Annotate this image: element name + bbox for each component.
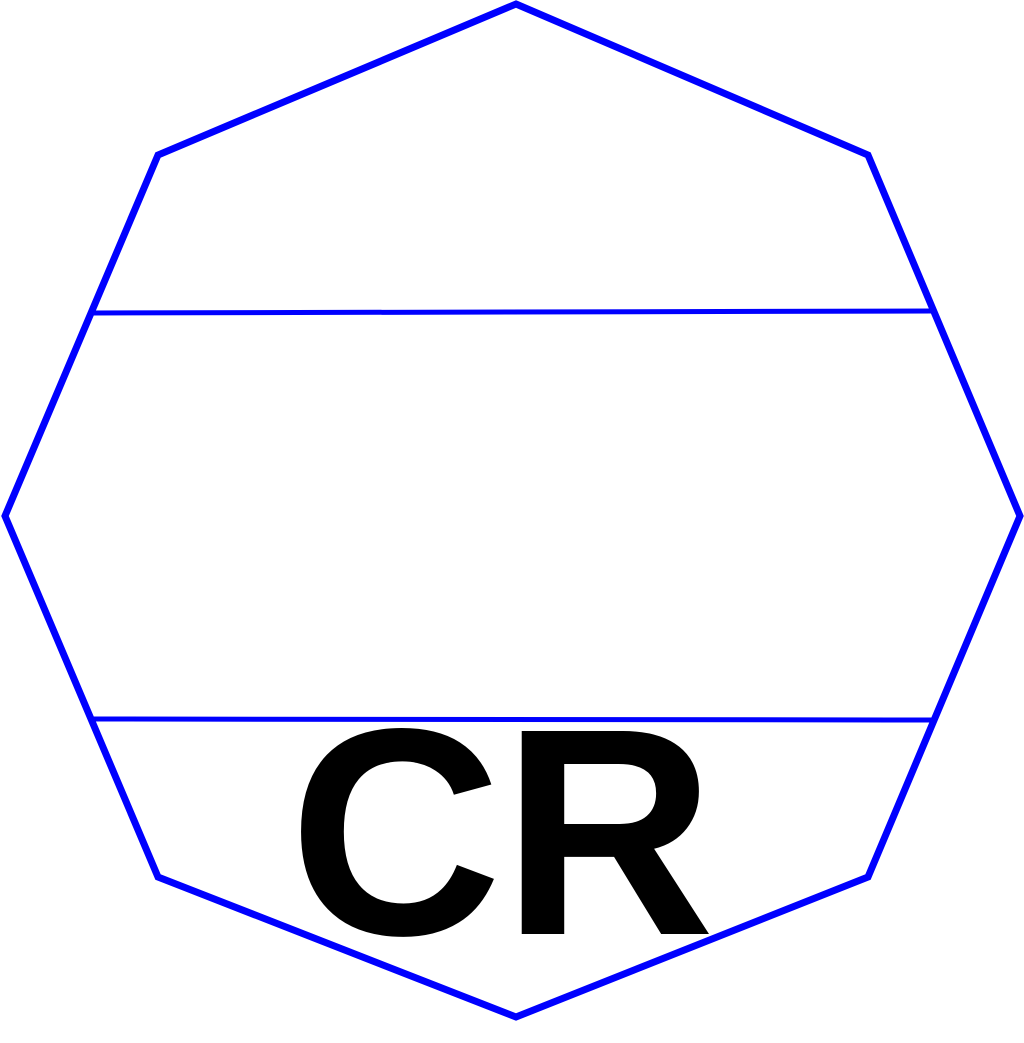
octagon-outline bbox=[1, 0, 1024, 1021]
lower-band-line bbox=[91, 716, 934, 723]
upper-band-line bbox=[91, 308, 934, 316]
cr-label: CR bbox=[289, 667, 715, 997]
